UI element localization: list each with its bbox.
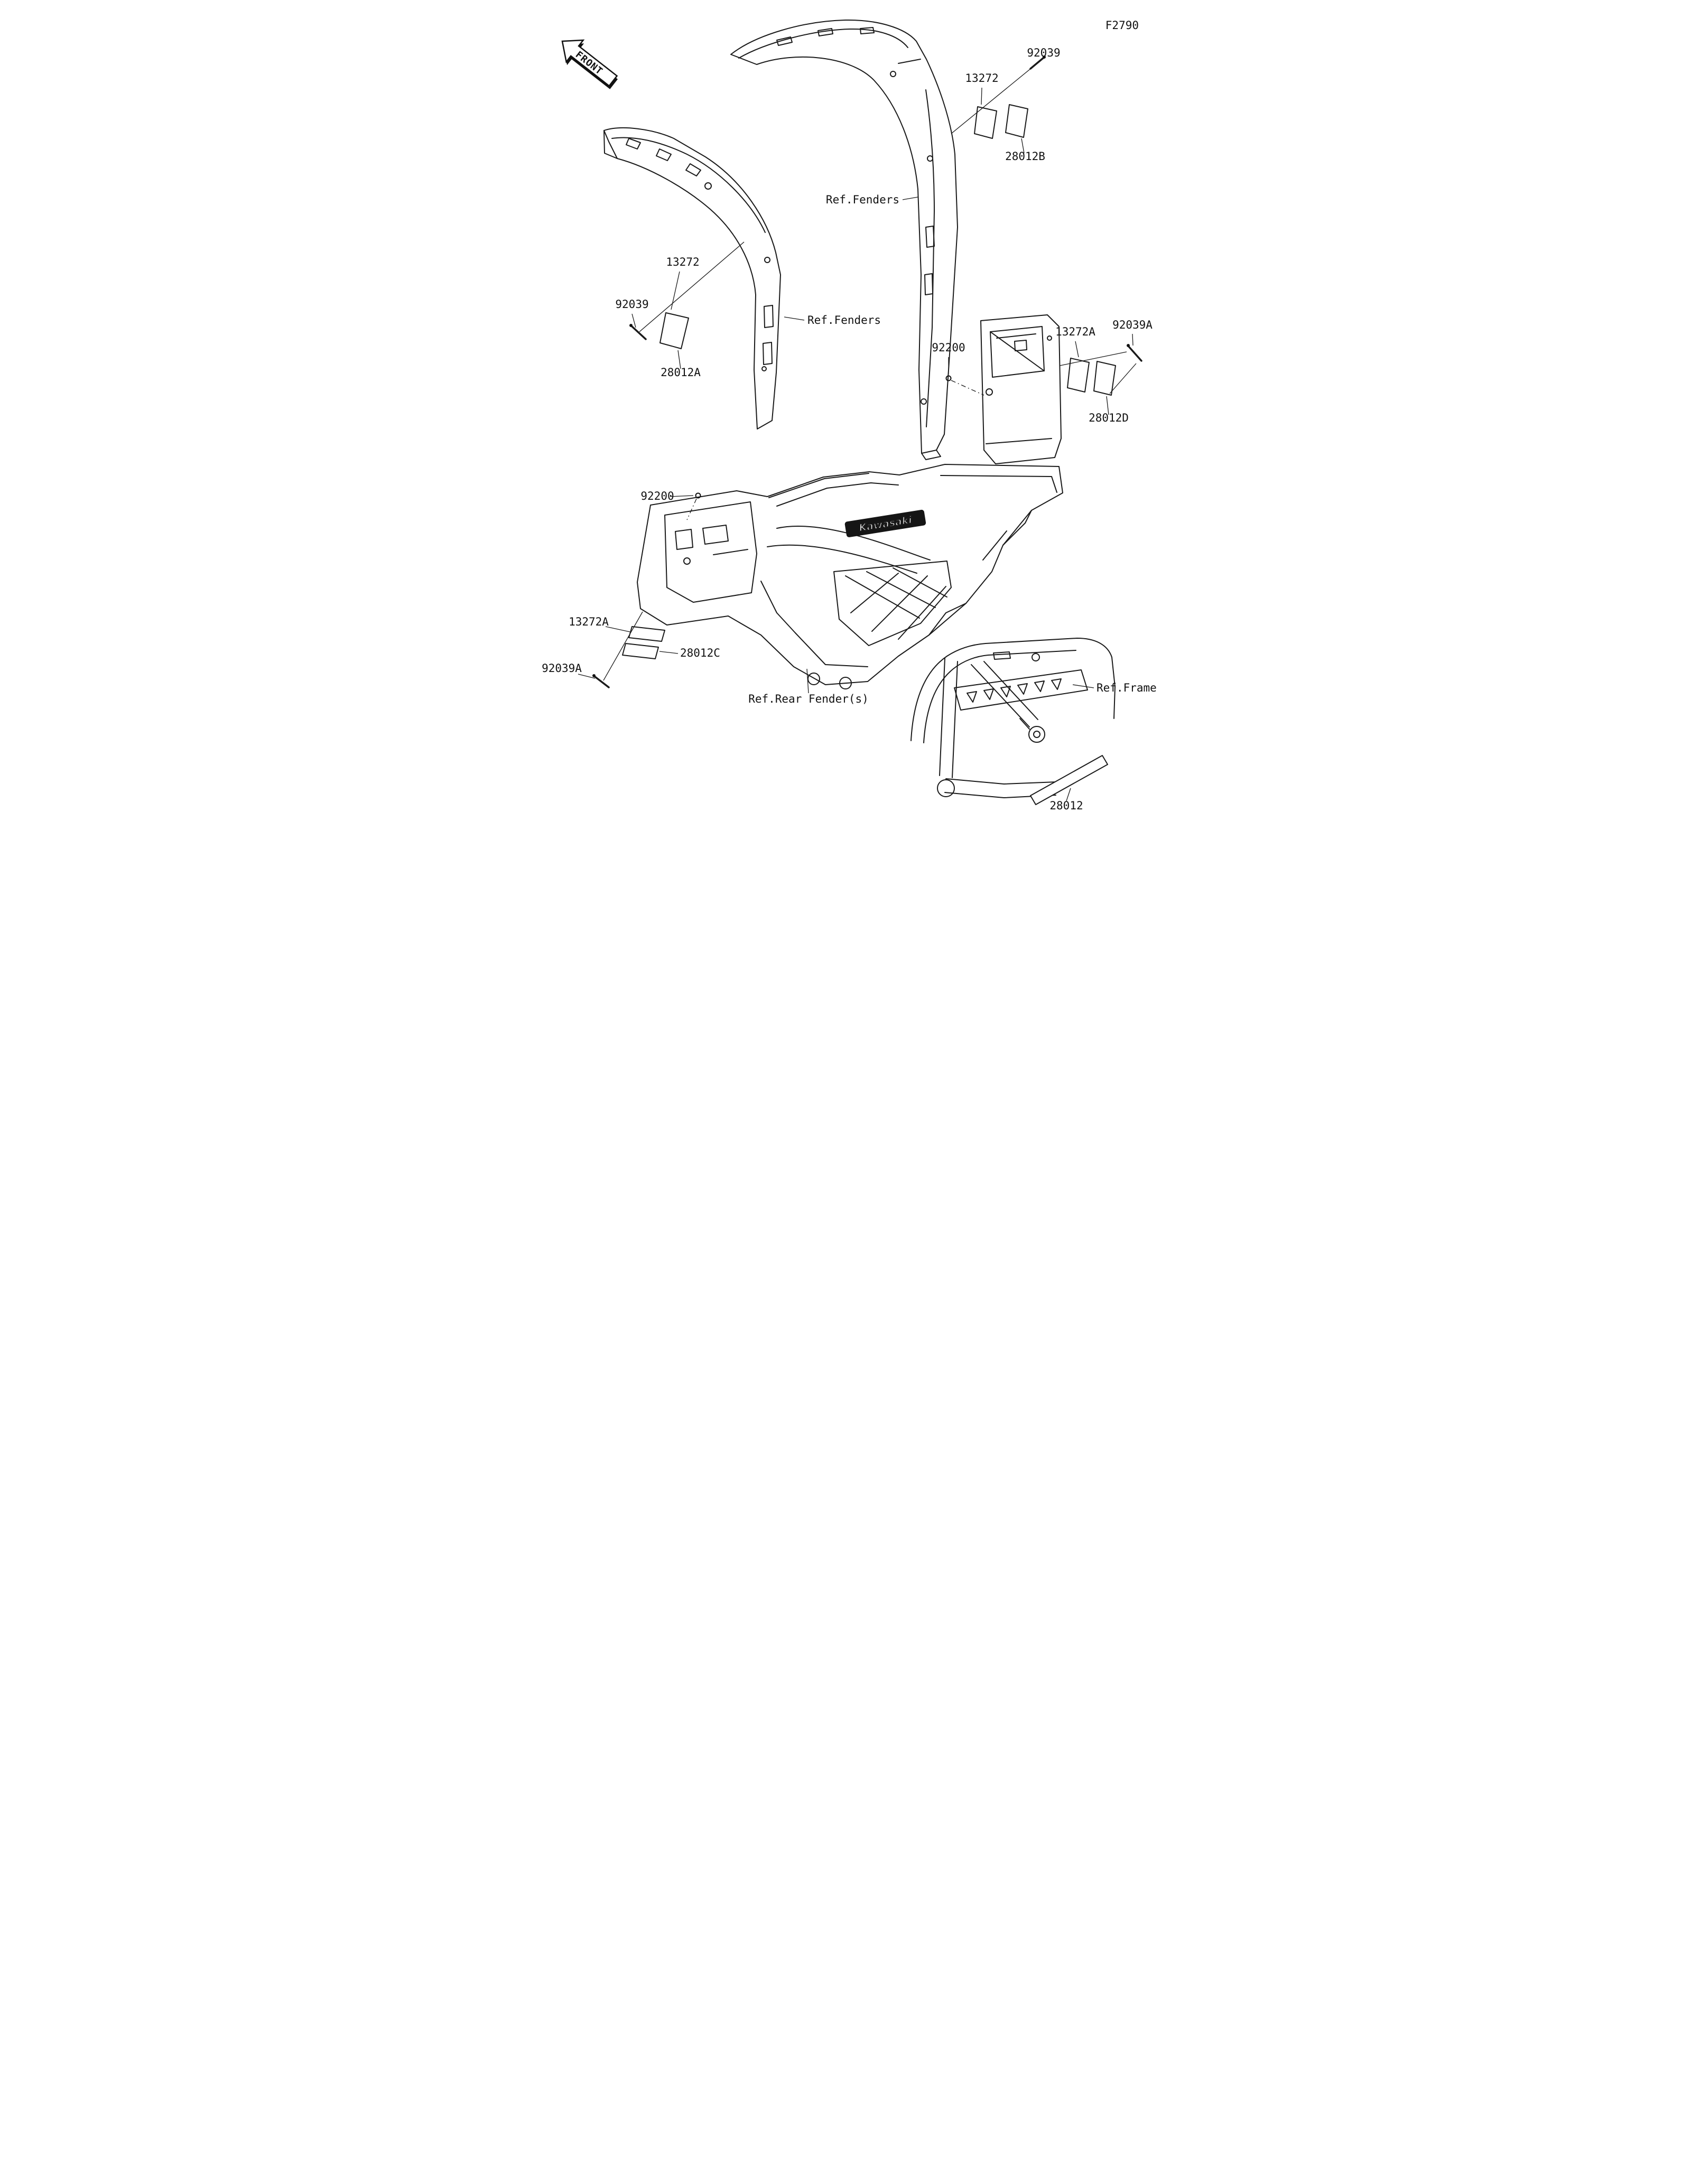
callout-labels: 92039 13272 28012B 13272 92039 28012A 92… xyxy=(542,46,1153,812)
ref-fenders-right-label: Ref.Fenders xyxy=(826,193,899,206)
leader-line xyxy=(784,316,805,321)
reflector-plate-13272-top xyxy=(974,106,997,139)
front-arrow-icon xyxy=(561,39,618,87)
callout-92039A-bumper[interactable]: 92039A xyxy=(542,662,582,675)
leader-lines xyxy=(578,62,1137,801)
ref-rear-fender-label: Ref.Rear Fender(s) xyxy=(748,693,869,705)
callout-92039-left[interactable]: 92039 xyxy=(615,298,648,311)
frame-section-drawing xyxy=(910,638,1116,805)
callout-28012D[interactable]: 28012D xyxy=(1089,412,1129,424)
screw-icon xyxy=(695,492,701,499)
reflector-plate-28012D xyxy=(1093,361,1116,396)
reference-labels: Ref.Fenders Ref.Fenders Ref.Rear Fender(… xyxy=(748,193,1157,705)
fender-rear-pillar-drawing xyxy=(730,19,958,460)
rivet-pin-icon xyxy=(1029,55,1046,70)
door-panel-drawing xyxy=(980,314,1062,464)
reflector-plates xyxy=(622,104,1116,659)
page-code: F2790 xyxy=(1105,19,1139,32)
rivet-pins xyxy=(592,55,1142,688)
callout-13272-left[interactable]: 13272 xyxy=(666,256,699,268)
parts-diagram-canvas: FRONT F2790 xyxy=(528,0,1163,819)
callout-13272-top[interactable]: 13272 xyxy=(965,72,998,85)
page-background xyxy=(528,0,1163,819)
callout-13272A-door[interactable]: 13272A xyxy=(1055,325,1095,338)
reflector-plate-28012C xyxy=(622,643,659,659)
callout-92039A-door[interactable]: 92039A xyxy=(1112,319,1153,331)
callout-13272A-bumper[interactable]: 13272A xyxy=(569,615,609,628)
screw-dots xyxy=(695,375,952,499)
ref-fenders-left-label: Ref.Fenders xyxy=(807,314,881,326)
callout-28012A[interactable]: 28012A xyxy=(661,366,701,379)
callout-92200-bumper[interactable]: 92200 xyxy=(640,490,674,502)
callout-28012-frame[interactable]: 28012 xyxy=(1049,799,1083,812)
ref-frame-label: Ref.Frame xyxy=(1097,682,1157,694)
screw-icon xyxy=(945,375,952,381)
parts-diagram-sheet: FRONT F2790 xyxy=(528,0,1163,819)
fender-front-pillar-drawing xyxy=(603,127,781,430)
rivet-pin-icon xyxy=(629,324,647,340)
rivet-pin-icon xyxy=(1127,344,1142,362)
reflector-plate-28012B xyxy=(1005,104,1028,138)
callout-28012B[interactable]: 28012B xyxy=(1005,150,1045,163)
front-direction-arrow: FRONT xyxy=(561,39,618,89)
rivet-pin-icon xyxy=(592,674,610,688)
reflector-strip-28012 xyxy=(1030,755,1108,805)
callout-92039-top[interactable]: 92039 xyxy=(1027,46,1060,59)
callout-28012C[interactable]: 28012C xyxy=(680,647,720,659)
reflector-plate-28012A xyxy=(659,312,689,349)
front-bumper-assembly-drawing: Kawasaki xyxy=(637,464,1063,689)
callout-92200-door[interactable]: 92200 xyxy=(932,341,965,354)
